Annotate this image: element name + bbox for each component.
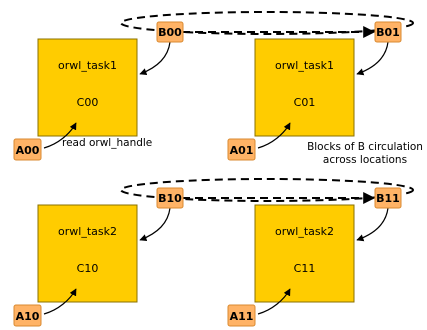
handle-label: B01: [376, 26, 400, 39]
handle-label: B10: [158, 192, 182, 205]
arrow-a00-to-c00: [43, 122, 77, 149]
circulation-loop-bottom: [120, 178, 414, 202]
handle-label: A01: [230, 144, 254, 157]
arrow-a01-to-c01: [257, 122, 291, 149]
task-box-c11: orwl_task2 C11: [254, 204, 355, 303]
handle-a00: A00: [13, 138, 42, 161]
task-box-c10: orwl_task2 C10: [37, 204, 138, 303]
handle-label: B00: [158, 26, 182, 39]
arrow-b10-to-c10: [139, 207, 171, 242]
circulation-annotation-line1: Blocks of B circulation: [307, 141, 423, 153]
task-box-c00: orwl_task1 C00: [37, 38, 138, 137]
arrow-b01-to-c01: [356, 41, 389, 76]
task-label: C01: [294, 96, 316, 109]
arrow-a11-to-c11: [257, 288, 291, 315]
handle-label: A00: [16, 144, 40, 157]
handle-a11: A11: [227, 304, 256, 327]
handle-a01: A01: [227, 138, 256, 161]
handle-b00: B00: [156, 21, 184, 43]
circulation-annotation-line2: across locations: [323, 154, 407, 166]
read-handle-annotation: read orwl_handle: [62, 137, 152, 149]
handle-b01: B01: [374, 21, 402, 43]
handle-label: A10: [16, 310, 40, 323]
arrow-b11-to-c11: [356, 207, 389, 242]
task-name: orwl_task1: [275, 59, 334, 72]
task-box-c01: orwl_task1 C01: [254, 38, 355, 137]
task-label: C10: [77, 262, 99, 275]
handle-b11: B11: [374, 187, 402, 209]
task-name: orwl_task2: [58, 225, 117, 238]
task-label: C11: [294, 262, 316, 275]
handle-label: A11: [230, 310, 254, 323]
handle-label: B11: [376, 192, 400, 205]
arrow-a10-to-c10: [43, 288, 77, 315]
handle-a10: A10: [13, 304, 42, 327]
task-label: C00: [77, 96, 99, 109]
task-name: orwl_task2: [275, 225, 334, 238]
circulation-loop-top: [120, 11, 414, 35]
task-name: orwl_task1: [58, 59, 117, 72]
handle-b10: B10: [156, 187, 184, 209]
arrow-b00-to-c00: [139, 41, 171, 76]
